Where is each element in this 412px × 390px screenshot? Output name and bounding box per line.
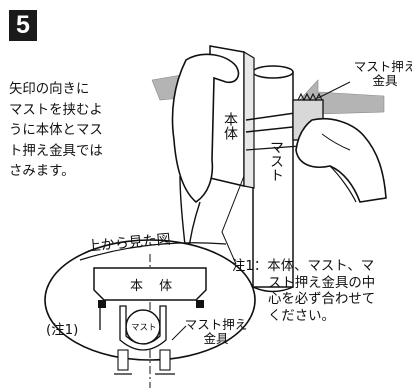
instruction-line: 矢印の向きに: [9, 82, 90, 97]
clamp-label-line: 金具: [372, 73, 398, 88]
top-view-clamp-label-line: 金具: [203, 331, 229, 346]
note-line: ください。: [268, 308, 335, 324]
top-view-mast-label: マスト: [131, 323, 157, 333]
note-line: 心を必ず合わせて: [268, 292, 376, 307]
unit-body-label: 本体: [222, 112, 238, 140]
top-view-clamp-leader: [171, 325, 187, 341]
top-view-title-underline: [79, 242, 227, 261]
mast-label: マスト: [268, 140, 284, 182]
top-view-clamp-label-line: マスト押え: [184, 317, 248, 332]
note-marker: (注1): [46, 323, 79, 338]
instruction-line: ト押え金具では: [9, 143, 103, 159]
clamp-label-leader: [317, 81, 351, 99]
instruction-line: うに本体とマス: [9, 123, 103, 139]
note-text: 注1：本体、マスト、マ スト押え金具の中 心を必ず合わせて ください。: [232, 259, 412, 325]
top-view-clamp-label: マスト押え 金具: [176, 318, 256, 346]
note-line: 注1：本体、マスト、マ: [232, 259, 375, 274]
step-number-badge: 5: [9, 10, 37, 41]
instruction-text: 矢印の向きに マストを挟むよ うに本体とマス ト押え金具では さみます。: [9, 80, 134, 183]
top-view-body-label: 本 体: [130, 279, 179, 294]
right-hand: [295, 118, 387, 203]
top-view-circle: [44, 239, 256, 388]
note-line: スト押え金具の中: [268, 275, 376, 291]
mast-pole: [252, 65, 294, 293]
instruction-line: さみます。: [9, 164, 75, 180]
clamp-label: マスト押え 金具: [340, 60, 412, 88]
note-leader-line: [221, 175, 245, 265]
clamp-label-line: マスト押え: [353, 59, 412, 74]
instruction-line: マストを挟むよ: [9, 102, 103, 118]
